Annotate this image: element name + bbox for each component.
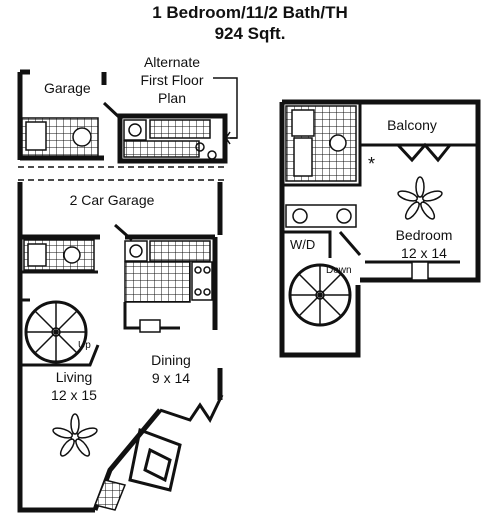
- bedroom-size: 12 x 14: [401, 245, 447, 261]
- second-floor: W/D Down * Balcony Bedroom 12 x 14: [279, 99, 481, 358]
- asterisk-label: *: [368, 154, 375, 174]
- living-ceiling-fan-icon: [52, 413, 98, 457]
- living-size: 12 x 15: [51, 387, 97, 403]
- alternate-label-1: Alternate: [144, 54, 200, 70]
- plan-sqft: 924 Sqft.: [215, 24, 286, 43]
- first-floor: Garage Alternate First Floor Plan: [17, 54, 238, 513]
- bedroom-label: Bedroom: [396, 227, 453, 243]
- dining-size: 9 x 14: [152, 370, 190, 386]
- down-label: Down: [326, 265, 352, 276]
- alternate-label-3: Plan: [158, 90, 186, 106]
- up-label: Up: [78, 340, 91, 351]
- dining-label: Dining: [151, 352, 191, 368]
- bedroom-ceiling-fan-icon: [397, 176, 443, 220]
- plan-title: 1 Bedroom/11/2 Bath/TH: [152, 3, 348, 22]
- living-label: Living: [56, 369, 93, 385]
- balcony-label: Balcony: [387, 117, 437, 133]
- garage-label: Garage: [44, 80, 91, 96]
- wd-label: W/D: [290, 237, 315, 252]
- alternate-label-2: First Floor: [141, 72, 204, 88]
- alternate-first-floor-plan: Garage Alternate First Floor Plan: [17, 54, 238, 164]
- two-car-garage-label: 2 Car Garage: [70, 192, 155, 208]
